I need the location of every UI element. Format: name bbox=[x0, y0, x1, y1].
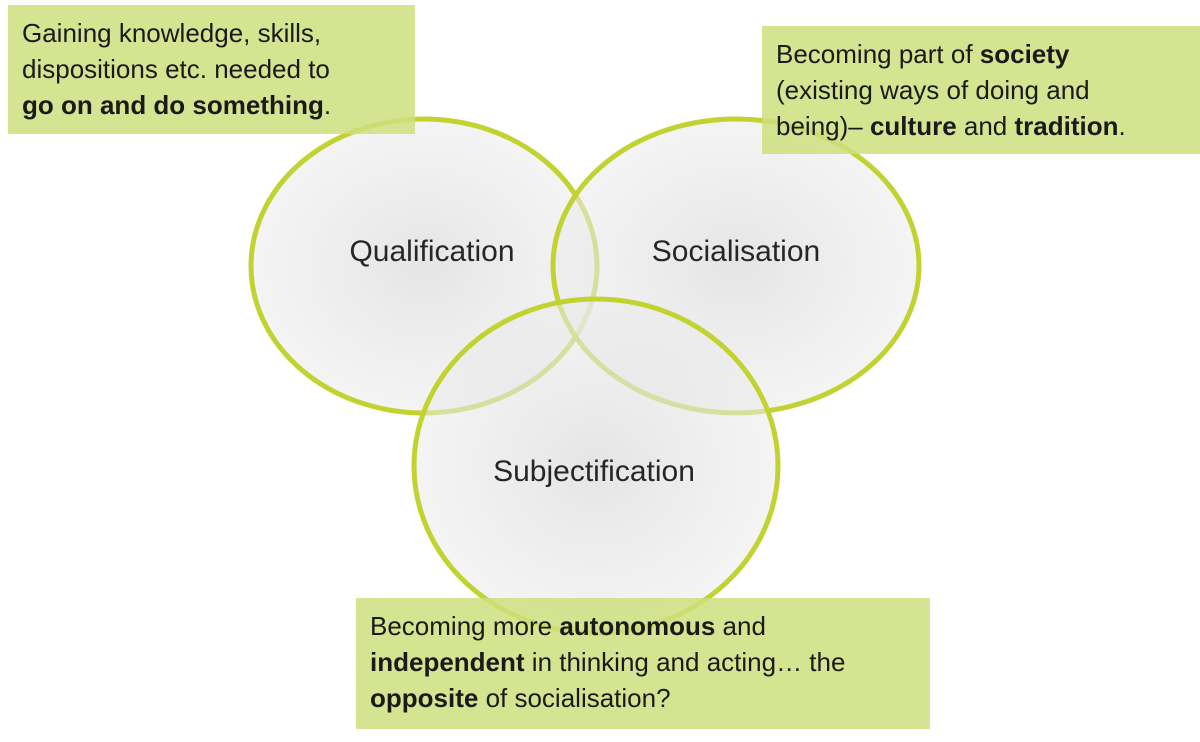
note-socialisation-text-1: Becoming part of bbox=[776, 39, 980, 69]
note-subjectification-line-1: Becoming more autonomous and bbox=[370, 608, 930, 644]
note-socialisation-line-2: (existing ways of doing and bbox=[776, 75, 1090, 105]
note-socialisation-emphasis-culture: culture bbox=[869, 111, 957, 141]
note-qualification-line-3: go on and do something. bbox=[22, 87, 415, 123]
note-subjectification-text-and: and bbox=[715, 611, 766, 641]
note-qualification-period: . bbox=[323, 90, 332, 120]
note-socialisation-line-3: being)– culture and tradition. bbox=[776, 108, 1200, 144]
note-qualification-line-2: dispositions etc. needed to bbox=[22, 54, 330, 84]
note-qualification: Gaining knowledge, skills, dispositions … bbox=[8, 5, 415, 134]
label-subjectification: Subjectification bbox=[493, 455, 695, 488]
note-subjectification: Becoming more autonomous and independent… bbox=[356, 598, 930, 729]
note-subjectification-line-3: opposite of socialisation? bbox=[370, 680, 930, 716]
note-subjectification-line-2: independent in thinking and acting… the bbox=[370, 644, 930, 680]
note-socialisation-text-and: and bbox=[956, 111, 1015, 141]
note-subjectification-text-3: of socialisation? bbox=[478, 683, 671, 713]
note-socialisation-period: . bbox=[1118, 111, 1126, 141]
label-qualification: Qualification bbox=[349, 235, 514, 268]
note-subjectification-text-2: in thinking and acting… the bbox=[524, 647, 846, 677]
note-qualification-line-1: Gaining knowledge, skills, bbox=[22, 18, 322, 48]
note-socialisation-line-1: Becoming part of society bbox=[776, 36, 1200, 72]
note-subjectification-text-1: Becoming more bbox=[370, 611, 560, 641]
note-qualification-emphasis: go on and do something bbox=[22, 90, 324, 120]
note-socialisation-emphasis-society: society bbox=[979, 39, 1070, 69]
note-socialisation: Becoming part of society (existing ways … bbox=[762, 26, 1200, 154]
note-subjectification-emphasis-independent: independent bbox=[370, 647, 525, 677]
note-socialisation-emphasis-tradition: tradition bbox=[1014, 111, 1119, 141]
note-subjectification-emphasis-opposite: opposite bbox=[370, 683, 479, 713]
note-socialisation-text-3: being)– bbox=[776, 111, 870, 141]
note-subjectification-emphasis-autonomous: autonomous bbox=[559, 611, 716, 641]
label-socialisation: Socialisation bbox=[652, 235, 820, 268]
